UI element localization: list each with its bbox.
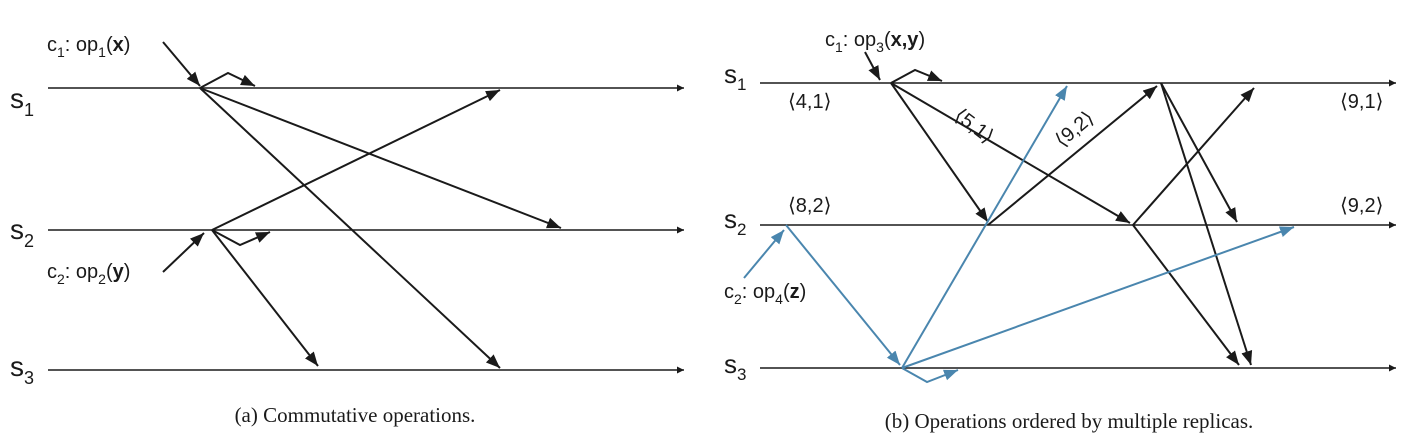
msg-s1-to-s2-second-b	[890, 82, 1131, 224]
timestamp-9-2-right: ⟨9,2⟩	[1340, 195, 1383, 217]
local-exec-s1-a	[199, 71, 256, 89]
server-label-s2-b: s2	[724, 204, 746, 239]
msg-blue-s3-to-s1-b	[901, 85, 1068, 369]
msg-s1-to-s3-a	[199, 87, 501, 369]
server-label-s1-b: s1	[724, 59, 746, 94]
server-label-s3-b: s3	[724, 349, 746, 384]
local-exec-s2-a	[211, 229, 271, 247]
server-label-s1-a: s1	[10, 83, 34, 120]
msg-s1-to-s3-b	[1160, 82, 1253, 366]
timestamp-9-2-mid: ⟨9,2⟩	[1051, 107, 1098, 152]
request-arrow-c2-a	[162, 232, 205, 273]
server-label-s3-a: s3	[10, 351, 34, 388]
msg-s2-to-s3-a	[211, 229, 319, 367]
msg-s2-to-s1-a	[211, 89, 501, 231]
msg-s1-to-s2-first-b	[890, 82, 989, 223]
request-arrow-c2-b	[743, 229, 785, 279]
local-exec-s1-b	[890, 68, 943, 84]
msg-s2-to-s1-late-b	[1132, 87, 1255, 226]
timestamp-4-1: ⟨4,1⟩	[788, 91, 831, 113]
msg-s2-to-s1-b	[987, 85, 1158, 226]
msg-blue-s2-to-s3-b	[785, 224, 901, 366]
msg-s1-to-s2-a	[199, 87, 562, 229]
timestamp-8-2: ⟨8,2⟩	[788, 195, 831, 217]
timestamp-9-1-right: ⟨9,1⟩	[1340, 91, 1383, 113]
local-exec-s3-b	[901, 367, 959, 384]
panel-b: s1 s2 s3 c1: op3(x,y) c2: op4(z) ⟨4,1⟩ ⟨…	[724, 29, 1396, 433]
request-arrow-c1-a	[162, 41, 201, 87]
server-label-s2-a: s2	[10, 214, 34, 251]
client2-label-b: c2: op4(z)	[724, 281, 806, 307]
caption-b: (b) Operations ordered by multiple repli…	[885, 409, 1254, 433]
client2-label-a: c2: op2(y)	[47, 261, 130, 287]
panel-a: s1 s2 s3 c1: op1(x) c2: op2(y) (a) Commu…	[10, 34, 684, 427]
client1-label-a: c1: op1(x)	[47, 34, 130, 60]
caption-a: (a) Commutative operations.	[235, 403, 476, 427]
request-arrow-c1-b	[864, 51, 881, 81]
client1-label-b: c1: op3(x,y)	[825, 29, 925, 55]
msg-s1-to-s2-late-b	[1160, 82, 1238, 223]
msg-blue-s3-to-s2-b	[901, 226, 1295, 369]
msg-s2-to-s3-b	[1132, 224, 1240, 366]
